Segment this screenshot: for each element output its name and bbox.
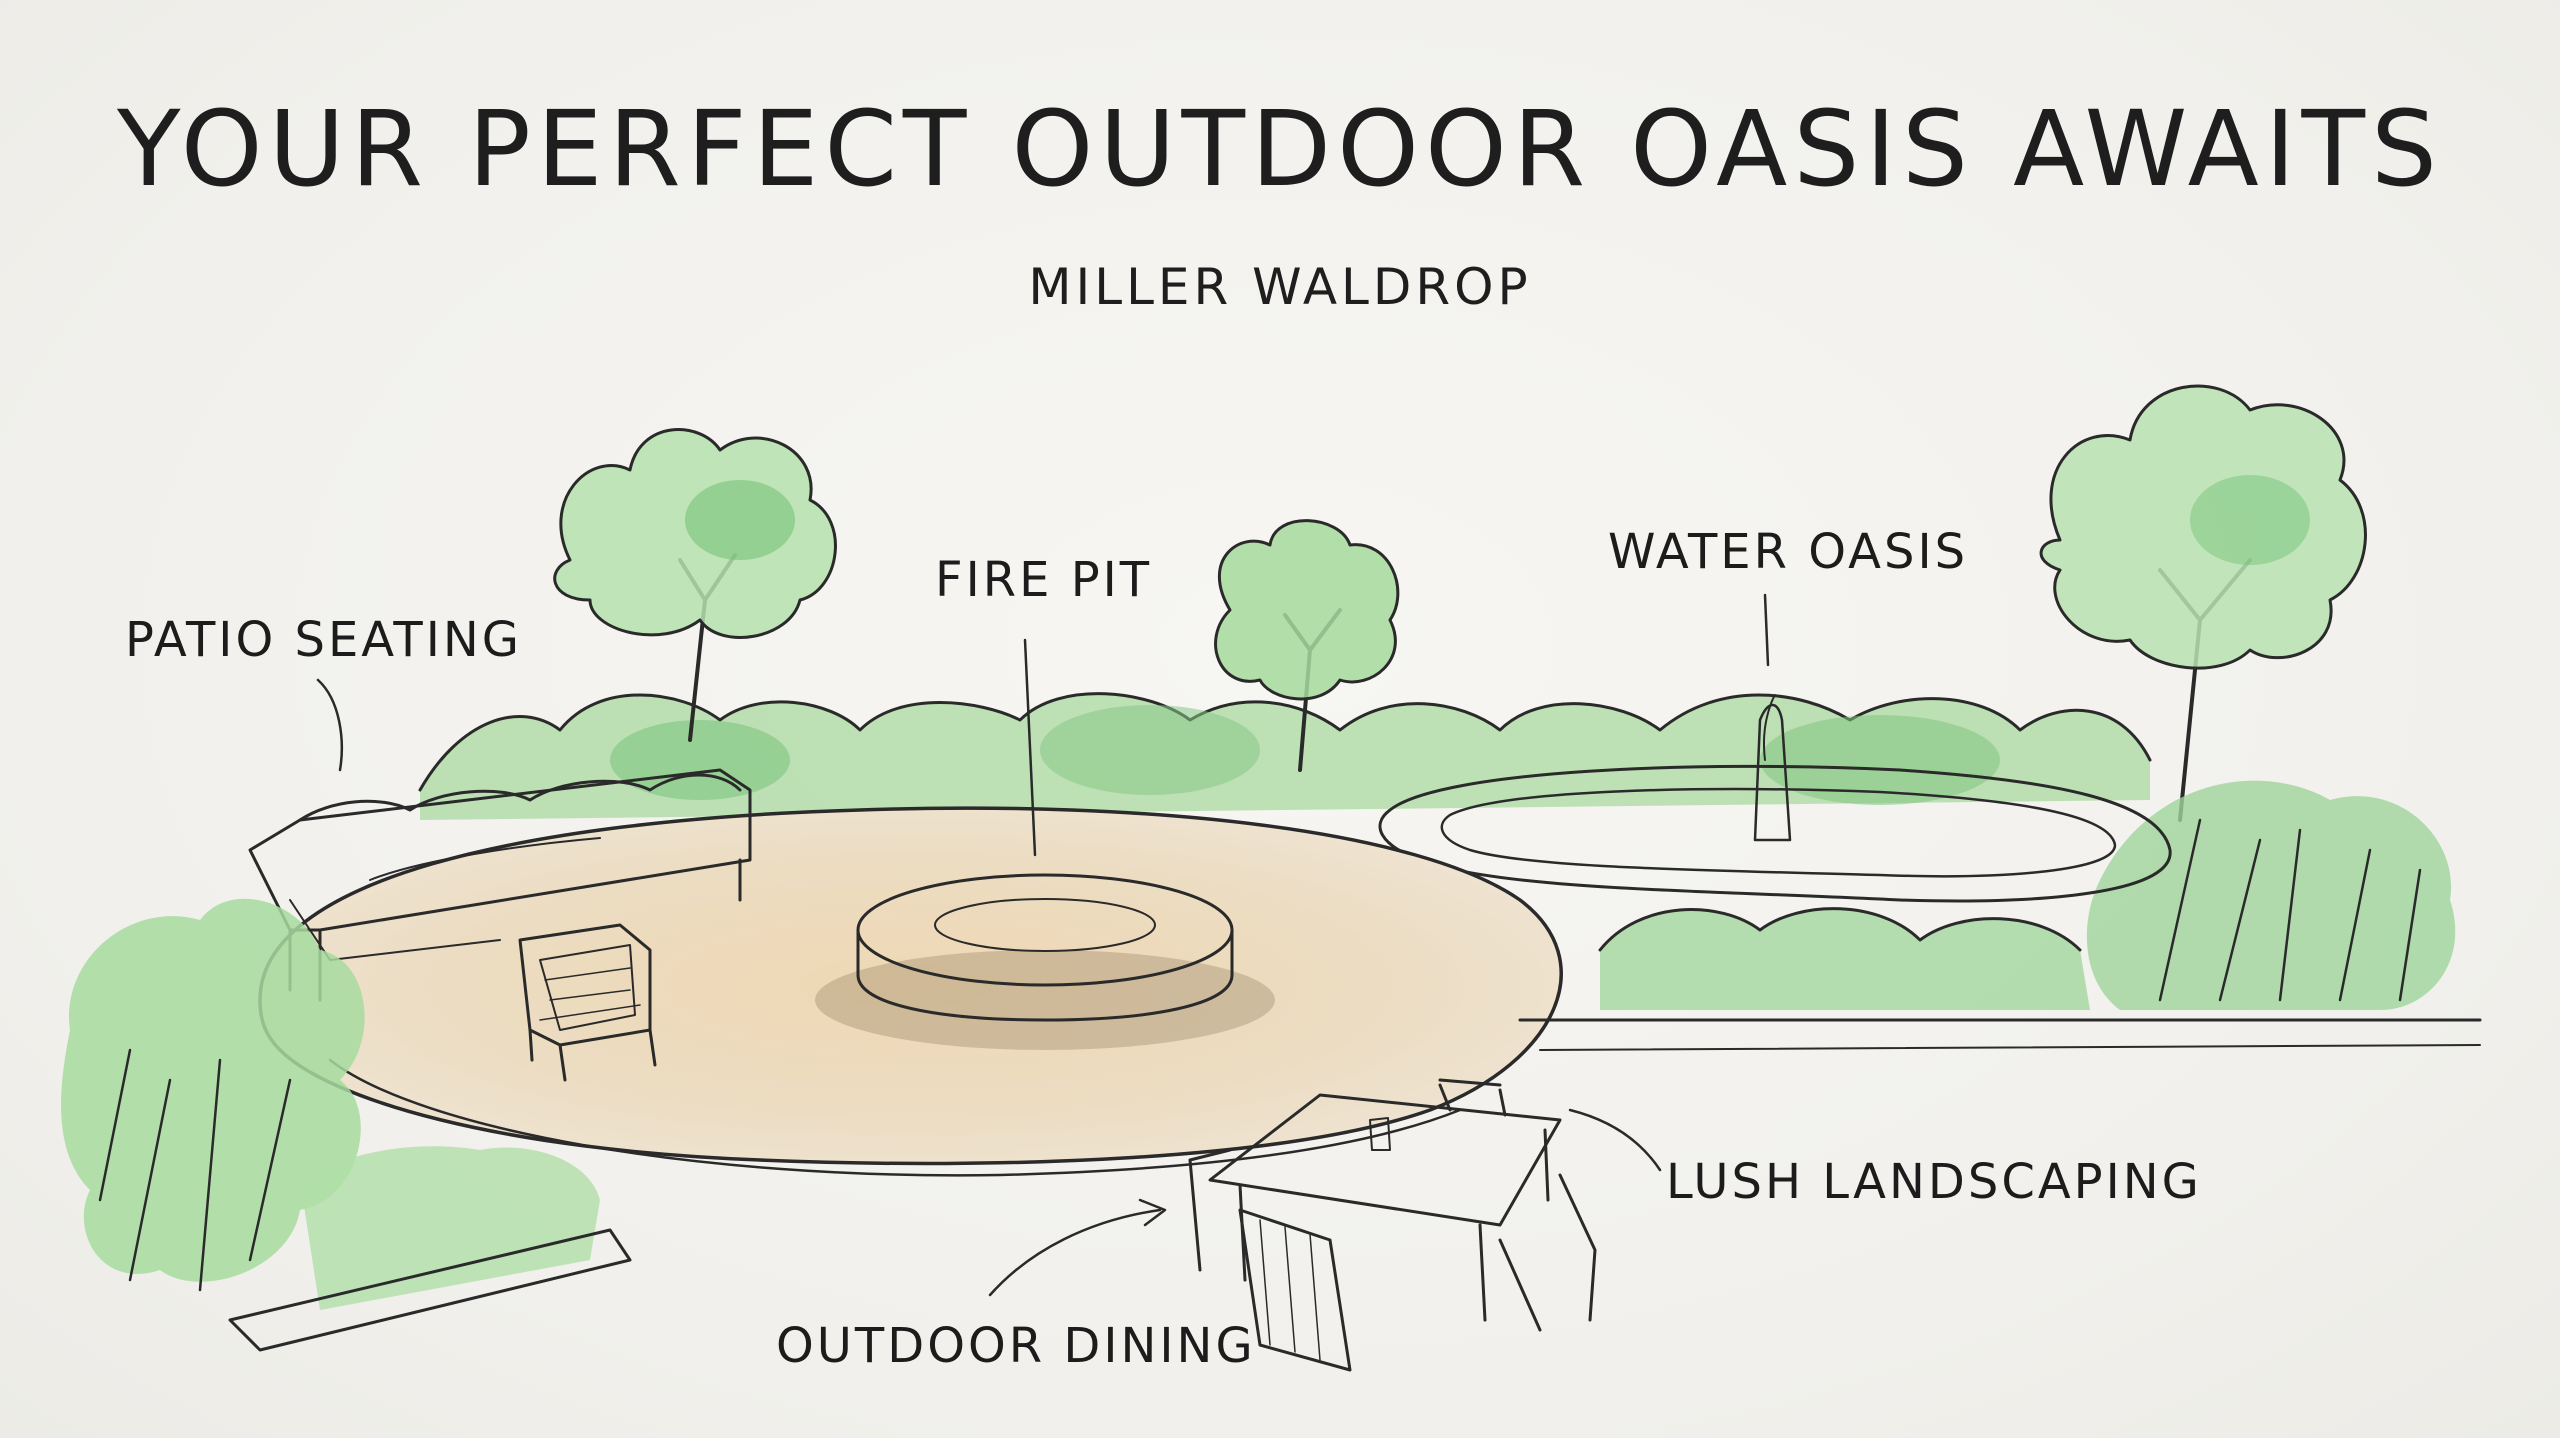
- author-name: MILLER WALDROP: [1028, 258, 1532, 316]
- label-patio-seating: PATIO SEATING: [125, 612, 522, 668]
- tree-right: [2039, 384, 2367, 822]
- left-planting: [61, 898, 632, 1352]
- leader-lines: [316, 593, 1770, 1297]
- label-lush-landscaping: LUSH LANDSCAPING: [1666, 1154, 2202, 1210]
- label-water-oasis: WATER OASIS: [1608, 524, 1969, 580]
- tree-center: [1214, 519, 1400, 772]
- right-planting: [1598, 780, 2456, 1010]
- patio-floor: [258, 806, 2482, 1177]
- label-fire-pit: FIRE PIT: [935, 552, 1153, 608]
- dining-set: [1188, 1078, 1597, 1372]
- label-outdoor-dining: OUTDOOR DINING: [776, 1318, 1256, 1374]
- armchair: [518, 923, 657, 1082]
- page-title: YOUR PERFECT OUTDOOR OASIS AWAITS: [116, 88, 2444, 210]
- fire-pit: [815, 873, 1275, 1050]
- back-hedge: [418, 692, 2152, 820]
- tree-left: [553, 428, 837, 742]
